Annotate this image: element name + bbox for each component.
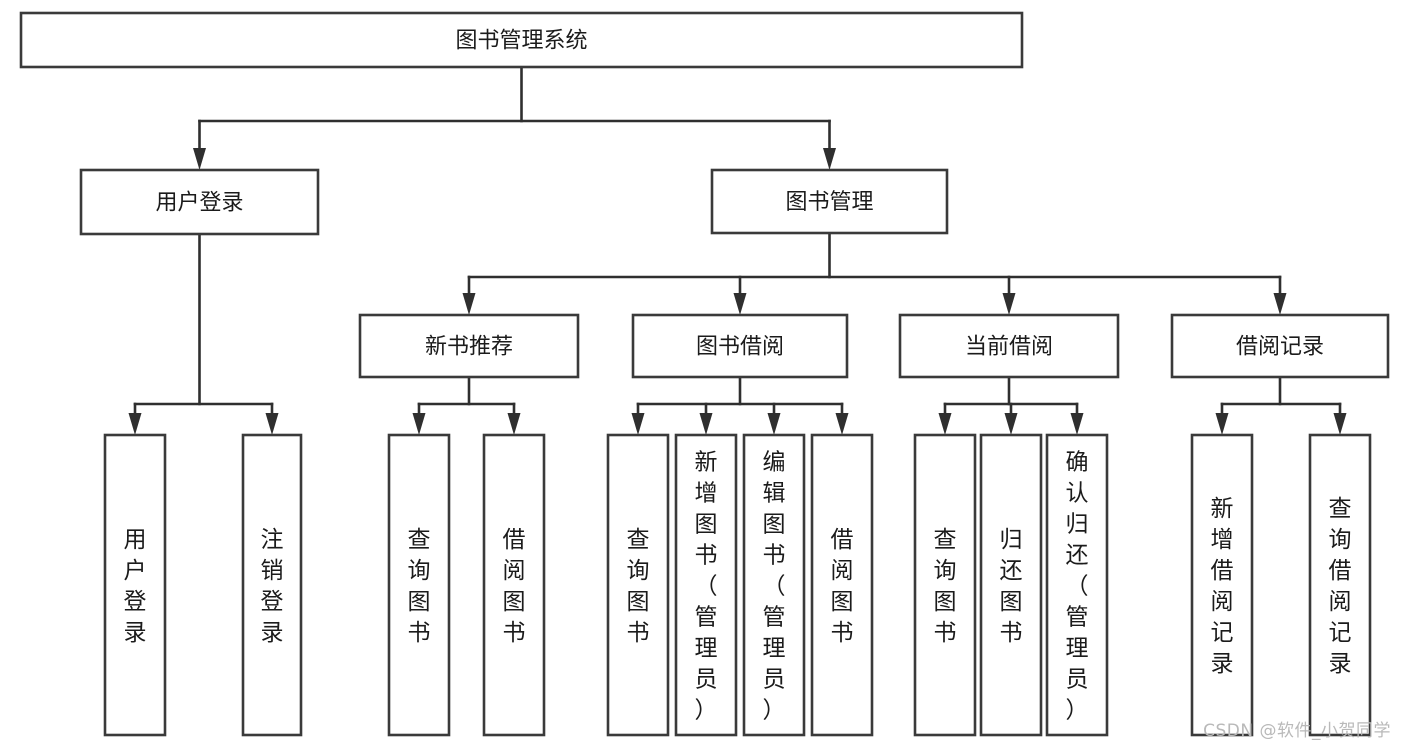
- arrow-head-icon: [699, 413, 713, 435]
- arrow-head-icon: [835, 413, 849, 435]
- node-box: [1170, 313, 1390, 379]
- arrow-head-icon: [1004, 413, 1018, 435]
- node-label: 新书推荐: [425, 335, 513, 360]
- node-layer: 图书管理系统用户登录图书管理新书推荐图书借阅当前借阅借阅记录用户登录注销登录查询…: [19, 11, 1390, 737]
- arrow-head-icon: [1333, 413, 1347, 435]
- arrow-head-icon: [193, 148, 206, 170]
- node-label: 用户登录: [124, 527, 147, 646]
- node-leaf-edit-book[interactable]: 编辑图书（管理员）: [742, 433, 806, 737]
- node-leaf-logout[interactable]: 注销登录: [241, 433, 303, 737]
- node-label: 图书管理系统: [455, 29, 587, 54]
- node-leaf-borrow-book-rec[interactable]: 借阅图书: [482, 433, 546, 737]
- node-box: [1308, 433, 1372, 737]
- node-user-login[interactable]: 用户登录: [79, 168, 320, 236]
- node-box: [710, 168, 949, 235]
- node-box: [810, 433, 874, 737]
- node-leaf-query-book-b[interactable]: 查询图书: [606, 433, 670, 737]
- node-box: [898, 313, 1120, 379]
- watermark-label: CSDN @软件_小贺同学: [1203, 721, 1391, 741]
- node-new-book-rec[interactable]: 新书推荐: [358, 313, 580, 379]
- arrow-head-icon: [412, 413, 426, 435]
- node-box: [387, 433, 451, 737]
- node-box: [482, 433, 546, 737]
- node-label: 图书借阅: [696, 335, 784, 360]
- node-label: 当前借阅: [965, 335, 1053, 360]
- node-label: 图书管理: [785, 190, 873, 215]
- node-label: 归还图书: [1000, 527, 1023, 646]
- node-book-manage[interactable]: 图书管理: [710, 168, 949, 235]
- arrow-head-icon: [1070, 413, 1084, 435]
- node-label: 查询图书: [408, 527, 431, 646]
- node-box: [1045, 433, 1109, 737]
- node-box: [103, 433, 167, 737]
- arrow-head-icon: [938, 413, 952, 435]
- node-label: 新增图书（管理员）: [695, 450, 718, 724]
- node-label: 注销登录: [261, 527, 284, 646]
- node-leaf-confirm-return[interactable]: 确认归还（管理员）: [1045, 433, 1109, 737]
- node-leaf-query-book-rec[interactable]: 查询图书: [387, 433, 451, 737]
- node-leaf-return-book[interactable]: 归还图书: [979, 433, 1043, 737]
- node-root[interactable]: 图书管理系统: [19, 11, 1024, 69]
- node-box: [358, 313, 580, 379]
- node-box: [742, 433, 806, 737]
- arrow-head-icon: [1273, 293, 1287, 315]
- node-label: 借阅图书: [503, 527, 526, 646]
- node-label: 新增借阅记录: [1211, 496, 1234, 677]
- node-leaf-query-book-c[interactable]: 查询图书: [913, 433, 977, 737]
- arrow-head-icon: [823, 148, 836, 170]
- node-label: 编辑图书（管理员）: [763, 450, 786, 724]
- node-borrow-record[interactable]: 借阅记录: [1170, 313, 1390, 379]
- node-leaf-add-book[interactable]: 新增图书（管理员）: [674, 433, 738, 737]
- node-box: [79, 168, 320, 236]
- node-leaf-query-record[interactable]: 查询借阅记录: [1308, 433, 1372, 737]
- connector-layer: [128, 65, 1347, 435]
- arrow-head-icon: [265, 413, 279, 435]
- node-box: [19, 11, 1024, 69]
- node-current-borrow[interactable]: 当前借阅: [898, 313, 1120, 379]
- node-box: [606, 433, 670, 737]
- node-box: [674, 433, 738, 737]
- node-label: 借阅图书: [831, 527, 854, 646]
- node-leaf-borrow-book-b[interactable]: 借阅图书: [810, 433, 874, 737]
- arrow-head-icon: [631, 413, 645, 435]
- node-label: 借阅记录: [1236, 335, 1324, 360]
- node-leaf-add-record[interactable]: 新增借阅记录: [1190, 433, 1254, 737]
- arrow-head-icon: [1215, 413, 1229, 435]
- arrow-head-icon: [767, 413, 781, 435]
- node-book-borrow[interactable]: 图书借阅: [631, 313, 849, 379]
- node-box: [631, 313, 849, 379]
- node-label: 查询借阅记录: [1329, 496, 1352, 677]
- node-box: [241, 433, 303, 737]
- node-box: [913, 433, 977, 737]
- node-box: [979, 433, 1043, 737]
- arrow-head-icon: [507, 413, 521, 435]
- node-label: 用户登录: [155, 191, 243, 216]
- node-label: 确认归还（管理员）: [1066, 450, 1089, 724]
- arrow-head-icon: [128, 413, 142, 435]
- arrow-head-icon: [1002, 293, 1016, 315]
- node-box: [1190, 433, 1254, 737]
- arrow-head-icon: [733, 293, 747, 315]
- node-label: 查询图书: [934, 527, 957, 646]
- node-leaf-user-login[interactable]: 用户登录: [103, 433, 167, 737]
- node-label: 查询图书: [627, 527, 650, 646]
- arrow-head-icon: [462, 293, 476, 315]
